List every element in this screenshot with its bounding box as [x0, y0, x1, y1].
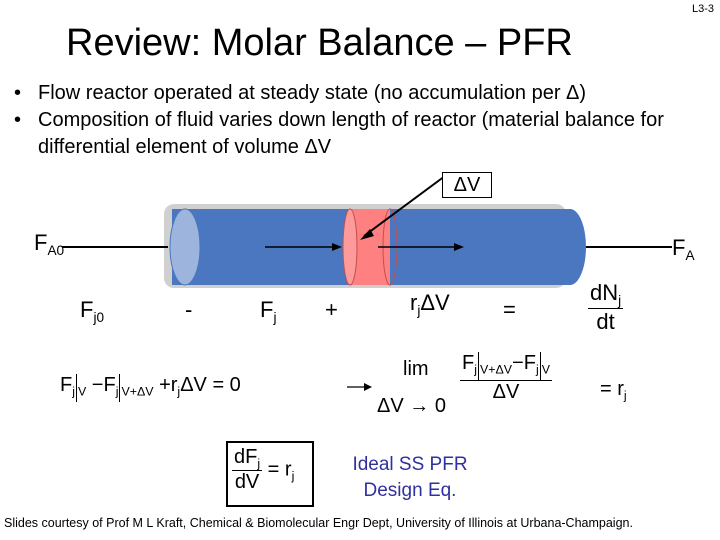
- flow-arrow-out-head: [454, 243, 464, 251]
- limit-subscript: ΔV → 0: [377, 395, 446, 417]
- limit-text: lim: [403, 358, 429, 380]
- tube-outlet-end: [554, 209, 586, 285]
- tube-inlet-end: [169, 208, 201, 286]
- volume-element-label: ΔV: [442, 172, 492, 198]
- term-generation: rjΔV: [410, 290, 450, 318]
- footer-credit: Slides courtesy of Prof M L Kraft, Chemi…: [4, 516, 633, 530]
- limit-arrow-head: [364, 383, 372, 391]
- flow-arrow-in-head: [332, 243, 342, 251]
- equals-sign: =: [503, 297, 516, 322]
- outlet-flow-label: FA: [672, 235, 695, 263]
- term-in: Fj0: [80, 297, 105, 325]
- bullet-list: Flow reactor operated at steady state (n…: [14, 80, 714, 161]
- pointer-arrowhead: [360, 229, 374, 240]
- limit-rhs: = rj: [600, 378, 627, 403]
- bullet-item: Flow reactor operated at steady state (n…: [14, 80, 714, 107]
- term-out: Fj: [260, 297, 277, 325]
- design-equation-box: [226, 441, 314, 507]
- slide-number: L3-3: [691, 3, 714, 15]
- inlet-flow-label: FA0: [34, 230, 65, 258]
- design-equation-caption: Ideal SS PFR Design Eq.: [352, 454, 468, 501]
- plus-sign: +: [325, 297, 338, 322]
- minus-sign: -: [185, 297, 193, 322]
- pointer-line: [363, 175, 446, 237]
- element-face-left: [342, 208, 358, 286]
- bullet-item: Composition of fluid varies down length …: [14, 107, 714, 161]
